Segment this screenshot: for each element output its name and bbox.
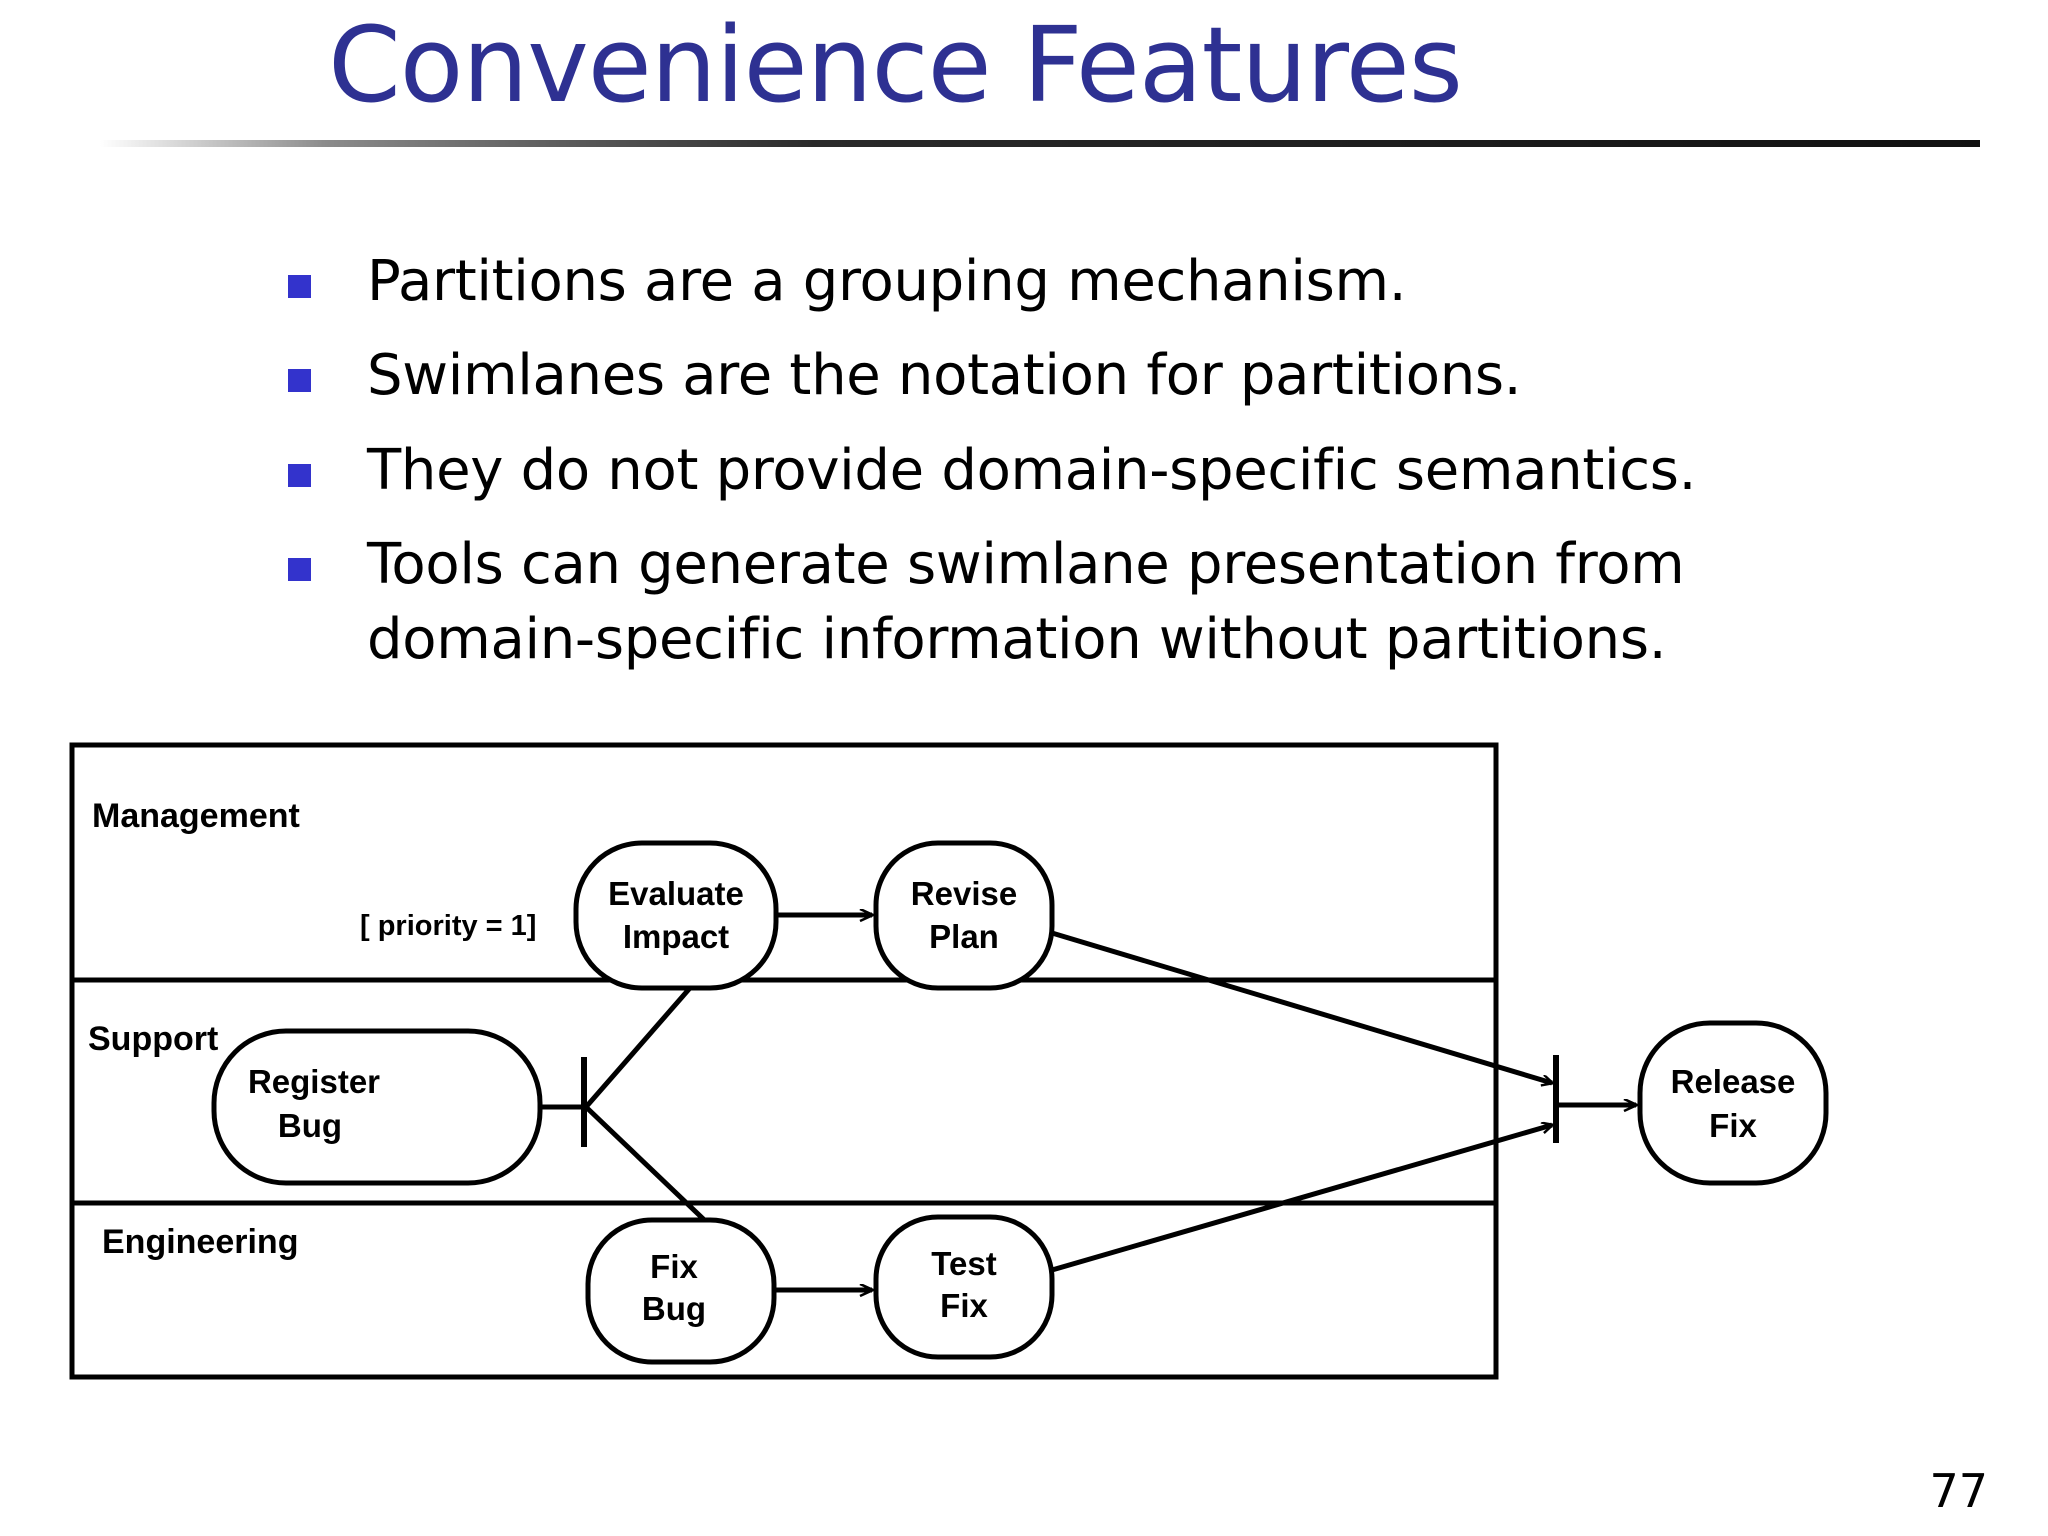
node-test-fix[interactable]: Test Fix xyxy=(873,1214,1055,1360)
node-label-line1: Evaluate xyxy=(608,875,744,912)
node-label-line1: Release xyxy=(1671,1063,1796,1100)
bullet-square-icon xyxy=(288,369,311,393)
node-label-line1: Test xyxy=(931,1245,996,1282)
lane-label-engineering: Engineering xyxy=(102,1223,298,1261)
swimlane-frame xyxy=(69,742,1499,1380)
node-register-bug[interactable]: Register Bug xyxy=(211,1028,543,1186)
node-label-line2: Fix xyxy=(1709,1107,1757,1144)
node-label-line1: Fix xyxy=(650,1248,698,1285)
edge-revise-to-join xyxy=(1051,930,1552,1083)
bullet-square-icon xyxy=(288,558,311,582)
node-label-line2: Plan xyxy=(929,918,999,955)
node-label-line2: Bug xyxy=(278,1107,342,1144)
node-label-line2: Impact xyxy=(623,918,729,955)
bullet-square-icon xyxy=(288,275,311,298)
bullet-square-icon xyxy=(288,463,311,487)
lane-label-management: Management xyxy=(92,797,300,835)
node-fix-bug[interactable]: Fix Bug xyxy=(585,1217,777,1365)
list-item: They do not provide domain-specific sema… xyxy=(288,434,1848,508)
node-label-line2: Fix xyxy=(940,1287,988,1324)
list-item: Partitions are a grouping mechanism. xyxy=(288,245,1848,319)
edge-testfix-to-join xyxy=(1051,1125,1552,1273)
bullet-text: Tools can generate swimlane presentation… xyxy=(367,532,1685,672)
page-number: 77 xyxy=(1929,1464,1988,1518)
lane-label-support: Support xyxy=(88,1020,218,1058)
bullet-list: Partitions are a grouping mechanism. Swi… xyxy=(288,245,1848,697)
bullet-text: They do not provide domain-specific sema… xyxy=(367,437,1697,503)
swimlane-activity-diagram: Management Support Engineering [ priorit… xyxy=(0,735,2048,1395)
node-release-fix[interactable]: Release Fix xyxy=(1637,1020,1829,1186)
list-item: Swimlanes are the notation for partition… xyxy=(288,339,1848,413)
node-label-line1: Revise xyxy=(911,875,1017,912)
node-label-line2: Bug xyxy=(642,1290,706,1327)
node-label-line1: Register xyxy=(248,1063,380,1100)
guard-label-priority: [ priority = 1] xyxy=(360,910,536,942)
list-item: Tools can generate swimlane presentation… xyxy=(288,528,1848,677)
node-revise-plan[interactable]: Revise Plan xyxy=(873,840,1055,991)
node-evaluate-impact[interactable]: Evaluate Impact xyxy=(573,840,779,991)
bullet-text: Partitions are a grouping mechanism. xyxy=(367,249,1407,314)
bullet-text: Swimlanes are the notation for partition… xyxy=(367,343,1522,409)
title-divider xyxy=(100,140,1980,147)
page-title: Convenience Features xyxy=(328,4,1463,126)
